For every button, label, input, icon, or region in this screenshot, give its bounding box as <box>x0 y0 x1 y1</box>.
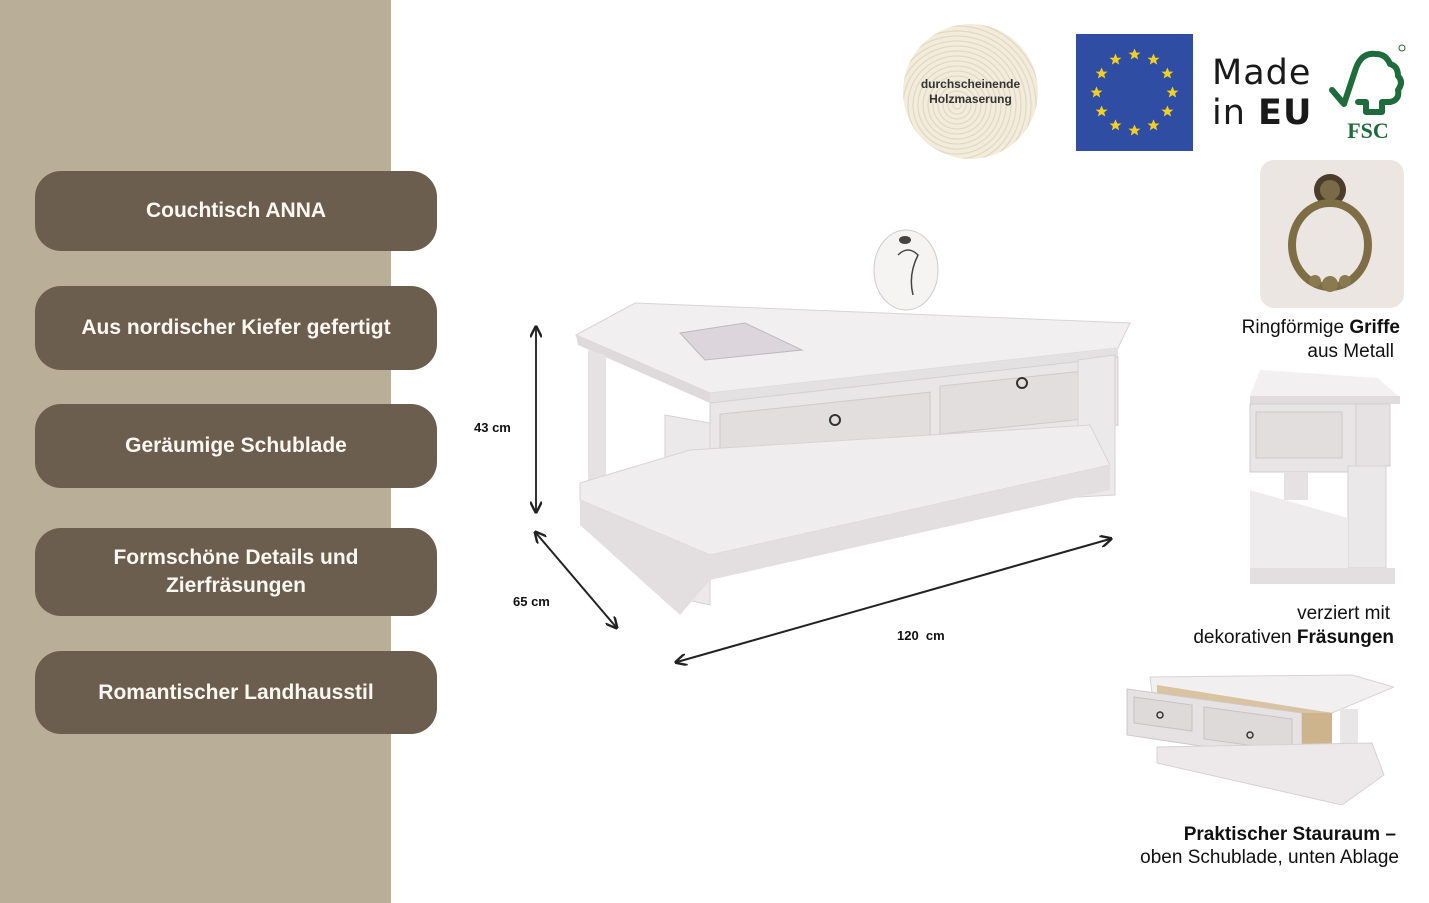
feature-pill-product-name: Couchtisch ANNA <box>35 171 437 251</box>
made-in-prefix: in <box>1212 93 1259 133</box>
milling-detail-photo <box>1248 368 1400 586</box>
made-in-eu-label: Made in EU <box>1212 53 1312 133</box>
handle-caption-line1: Ringförmige Griffe <box>1200 316 1400 340</box>
feature-pill-material: Aus nordischer Kiefer gefertigt <box>35 286 437 370</box>
milling-caption-bold: Fräsungen <box>1296 627 1394 648</box>
feature-label: Formschöne Details und Zierfräsungen <box>113 546 359 597</box>
wood-grain-badge: durchscheinende Holzmaserung <box>903 24 1038 159</box>
width-dimension: 120 cm <box>897 628 945 643</box>
feature-pill-drawer: Geräumige Schublade <box>35 404 437 488</box>
wood-grain-line2: Holzmaserung <box>929 91 1012 106</box>
feature-label: Couchtisch ANNA <box>145 199 327 222</box>
feature-label: Aus nordischer Kiefer gefertigt <box>81 316 391 339</box>
made-in-line1: Made <box>1212 53 1312 93</box>
handle-caption: Ringförmige Griffe aus Metall <box>1200 316 1400 364</box>
feature-label: Romantischer Landhausstil <box>98 680 374 704</box>
fsc-logo-icon: FSC <box>1328 42 1408 143</box>
handle-photo <box>1260 160 1404 308</box>
milling-caption-prefix: dekorativen <box>1193 627 1297 648</box>
coffee-table-image <box>570 225 1140 620</box>
milling-caption-line2: dekorativen Fräsungen <box>1160 626 1394 650</box>
feature-label: Geräumige Schublade <box>125 434 347 457</box>
depth-dimension: 65 cm <box>513 594 550 609</box>
fsc-label: FSC <box>1347 118 1389 142</box>
open-drawer-photo <box>1122 665 1396 806</box>
handle-caption-prefix: Ringförmige <box>1241 317 1350 338</box>
made-in-line2: in EU <box>1212 93 1312 133</box>
height-dimension: 43 cm <box>474 420 511 435</box>
wood-grain-line1: durchscheinende <box>920 76 1021 91</box>
storage-caption-line2: oben Schublade, unten Ablage <box>1140 847 1399 868</box>
feature-pill-details: Formschöne Details und Zierfräsungen <box>35 528 437 616</box>
milling-caption: verziert mit dekorativen Fräsungen <box>1160 602 1394 650</box>
made-in-eu-bold: EU <box>1258 93 1313 133</box>
storage-caption-bold: Praktischer Stauraum – <box>1183 824 1396 845</box>
storage-caption: Praktischer Stauraum – oben Schublade, u… <box>1100 823 1399 869</box>
handle-caption-bold: Griffe <box>1349 317 1400 338</box>
feature-pill-style: Romantischer Landhausstil <box>35 651 437 734</box>
eu-flag-icon <box>1076 34 1193 151</box>
milling-caption-line1: verziert mit <box>1297 603 1390 624</box>
ring-handle-icon <box>1288 174 1372 292</box>
handle-caption-line2: aus Metall <box>1307 341 1394 362</box>
